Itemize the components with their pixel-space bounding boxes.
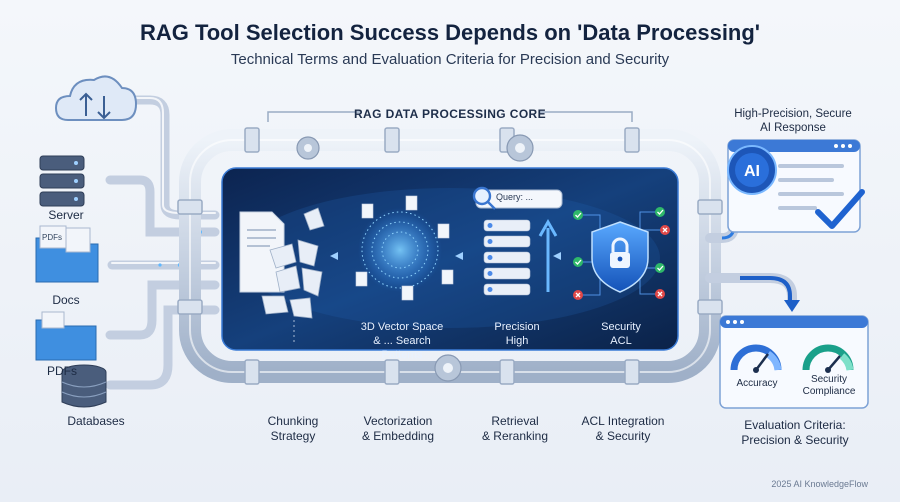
panel-label-security: Security ACL	[588, 320, 654, 348]
ai-brain-icon: AI	[727, 145, 777, 195]
processing-panel	[221, 167, 679, 351]
evaluation-window	[719, 315, 869, 409]
eval-security-line2: Compliance	[802, 386, 856, 397]
pdf-folder-icon	[35, 311, 97, 361]
panel-label-precision: Precision High	[482, 320, 552, 348]
retrieval-list	[472, 186, 563, 296]
eval-security-line1: Security	[810, 374, 848, 385]
eval-accuracy: Accuracy	[736, 378, 778, 389]
check-icon	[815, 189, 865, 229]
shield-lock-icon	[573, 207, 670, 300]
evaluation-label-line2: Precision & Security	[741, 433, 849, 447]
step-vectorization-line1: Vectorization	[363, 414, 433, 428]
step-retrieval-line1: Retrieval	[491, 414, 539, 428]
panel-label-security-line1: Security	[601, 321, 641, 333]
step-retrieval: Retrieval & Reranking	[470, 414, 560, 444]
core-label: RAG DATA PROCESSING CORE	[353, 107, 547, 121]
search-icon	[472, 186, 496, 210]
source-label-docs: Docs	[52, 293, 80, 307]
step-vectorization-line2: & Embedding	[361, 429, 435, 443]
step-vectorization: Vectorization & Embedding	[348, 414, 448, 444]
evaluation-label-line1: Evaluation Criteria:	[744, 418, 846, 432]
docs-badge: PDFs	[42, 233, 62, 242]
response-label-line1: High-Precision, Secure	[734, 108, 852, 120]
evaluation-label: Evaluation Criteria: Precision & Securit…	[714, 418, 876, 448]
cloud-icon	[54, 75, 138, 121]
check-icon	[573, 207, 665, 273]
step-chunking-line1: Chunking	[267, 414, 319, 428]
response-label: High-Precision, Secure AI Response	[718, 107, 868, 135]
accuracy-gauge-icon	[730, 344, 782, 373]
query-text: Query: ...	[496, 192, 534, 202]
vector-space-swirl	[355, 195, 454, 301]
source-label-pdfs: PDFs	[47, 364, 77, 378]
panel-label-security-line2: ACL	[610, 335, 632, 347]
step-acl: ACL Integration & Security	[568, 414, 678, 444]
step-retrieval-line2: & Reranking	[481, 429, 549, 443]
panel-label-precision-line1: Precision	[494, 321, 540, 333]
page-subtitle: Technical Terms and Evaluation Criteria …	[230, 51, 670, 68]
folder-icon	[35, 225, 99, 283]
step-chunking-line2: Strategy	[270, 429, 316, 443]
chunk-shards	[261, 207, 325, 319]
page-title: RAG Tool Selection Success Depends on 'D…	[139, 20, 761, 45]
response-label-line2: AI Response	[760, 122, 826, 134]
step-acl-line1: ACL Integration	[581, 414, 665, 428]
source-label-server: Server	[48, 208, 84, 222]
eval-security: Security Compliance	[796, 374, 862, 398]
source-label-databases: Databases	[67, 414, 125, 428]
database-icon	[61, 364, 107, 408]
compliance-gauge-icon	[802, 344, 854, 373]
panel-label-vector: 3D Vector Space & ... Search Patterns	[360, 321, 444, 361]
step-acl-line2: & Security	[595, 429, 651, 443]
server-icon	[39, 155, 85, 207]
step-chunking: Chunking Strategy	[248, 414, 338, 444]
ai-badge-text: AI	[744, 163, 760, 180]
source-connectors	[105, 95, 220, 390]
footer-credit: 2025 AI KnowledgeFlow	[771, 479, 868, 489]
panel-label-precision-line2: High	[505, 335, 529, 347]
